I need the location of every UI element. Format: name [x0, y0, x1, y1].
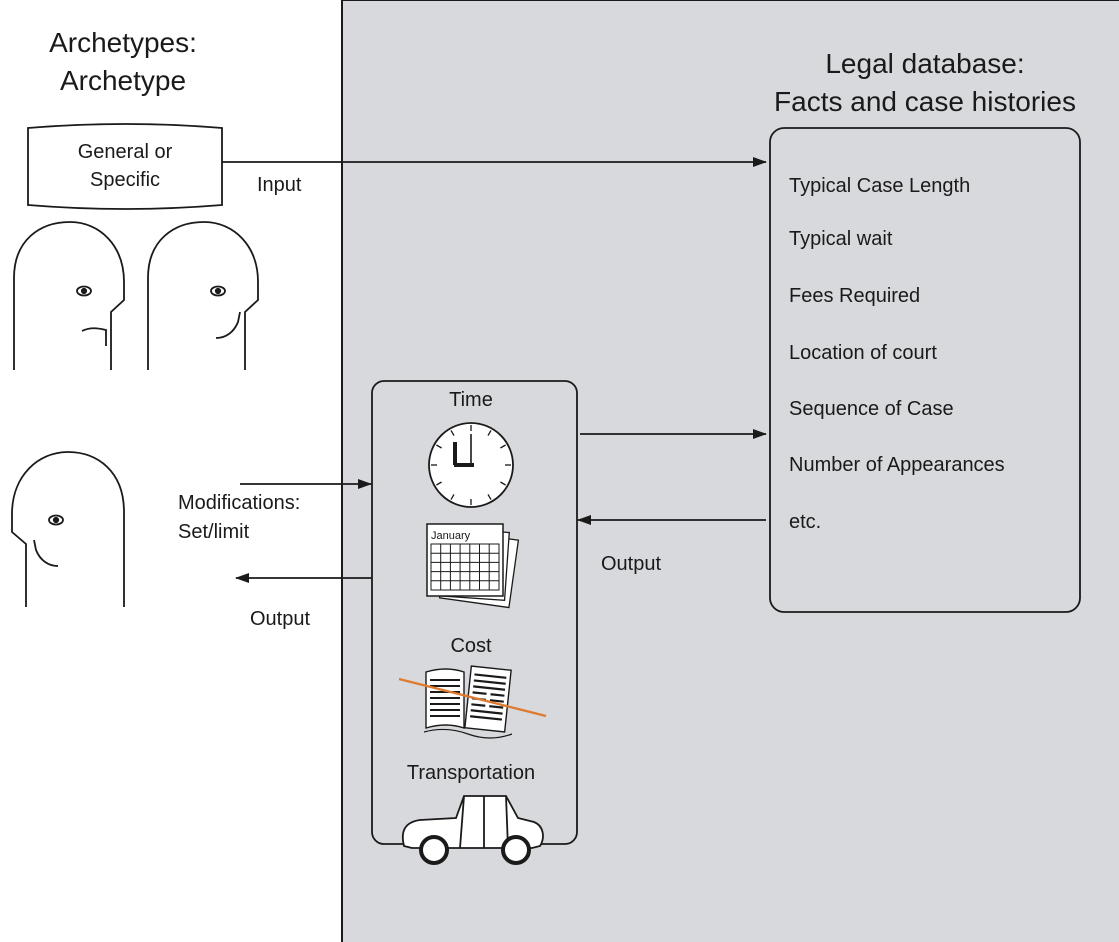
archetypes-title-line2: Archetype	[60, 65, 186, 96]
database-title-line1: Legal database:	[825, 48, 1024, 79]
time-label: Time	[449, 389, 493, 411]
archetypes-title-line1: Archetypes:	[49, 27, 197, 58]
output-db-label: Output	[601, 553, 661, 575]
database-item: Typical wait	[789, 228, 893, 250]
input-label: Input	[257, 174, 302, 196]
output-left-label: Output	[250, 608, 310, 630]
calendar-icon[interactable]: January	[426, 523, 520, 609]
head-icon[interactable]	[147, 221, 259, 370]
head-icon[interactable]	[11, 451, 125, 607]
database-item: Number of Appearances	[789, 454, 1005, 476]
archetype-selector-box[interactable]: General or Specific	[27, 123, 223, 210]
database-title-line2: Facts and case histories	[774, 86, 1076, 117]
database-item: etc.	[789, 511, 821, 533]
database-item: Sequence of Case	[789, 398, 954, 420]
modifications-label-line2: Set/limit	[178, 521, 250, 543]
car-icon[interactable]	[401, 795, 544, 865]
clock-icon[interactable]	[428, 422, 514, 508]
money-icon[interactable]	[398, 665, 547, 739]
selector-label-line2: Specific	[90, 169, 160, 191]
database-item: Typical Case Length	[789, 175, 970, 197]
database-item: Location of court	[789, 342, 937, 364]
selector-label-line1: General or	[78, 141, 173, 163]
calendar-month-label: January	[431, 530, 471, 542]
database-box	[769, 127, 1081, 613]
modifications-label-line1: Modifications:	[178, 492, 300, 514]
head-icon[interactable]	[13, 221, 125, 370]
cost-label: Cost	[450, 635, 492, 657]
database-item: Fees Required	[789, 285, 920, 307]
transportation-label: Transportation	[407, 762, 535, 784]
